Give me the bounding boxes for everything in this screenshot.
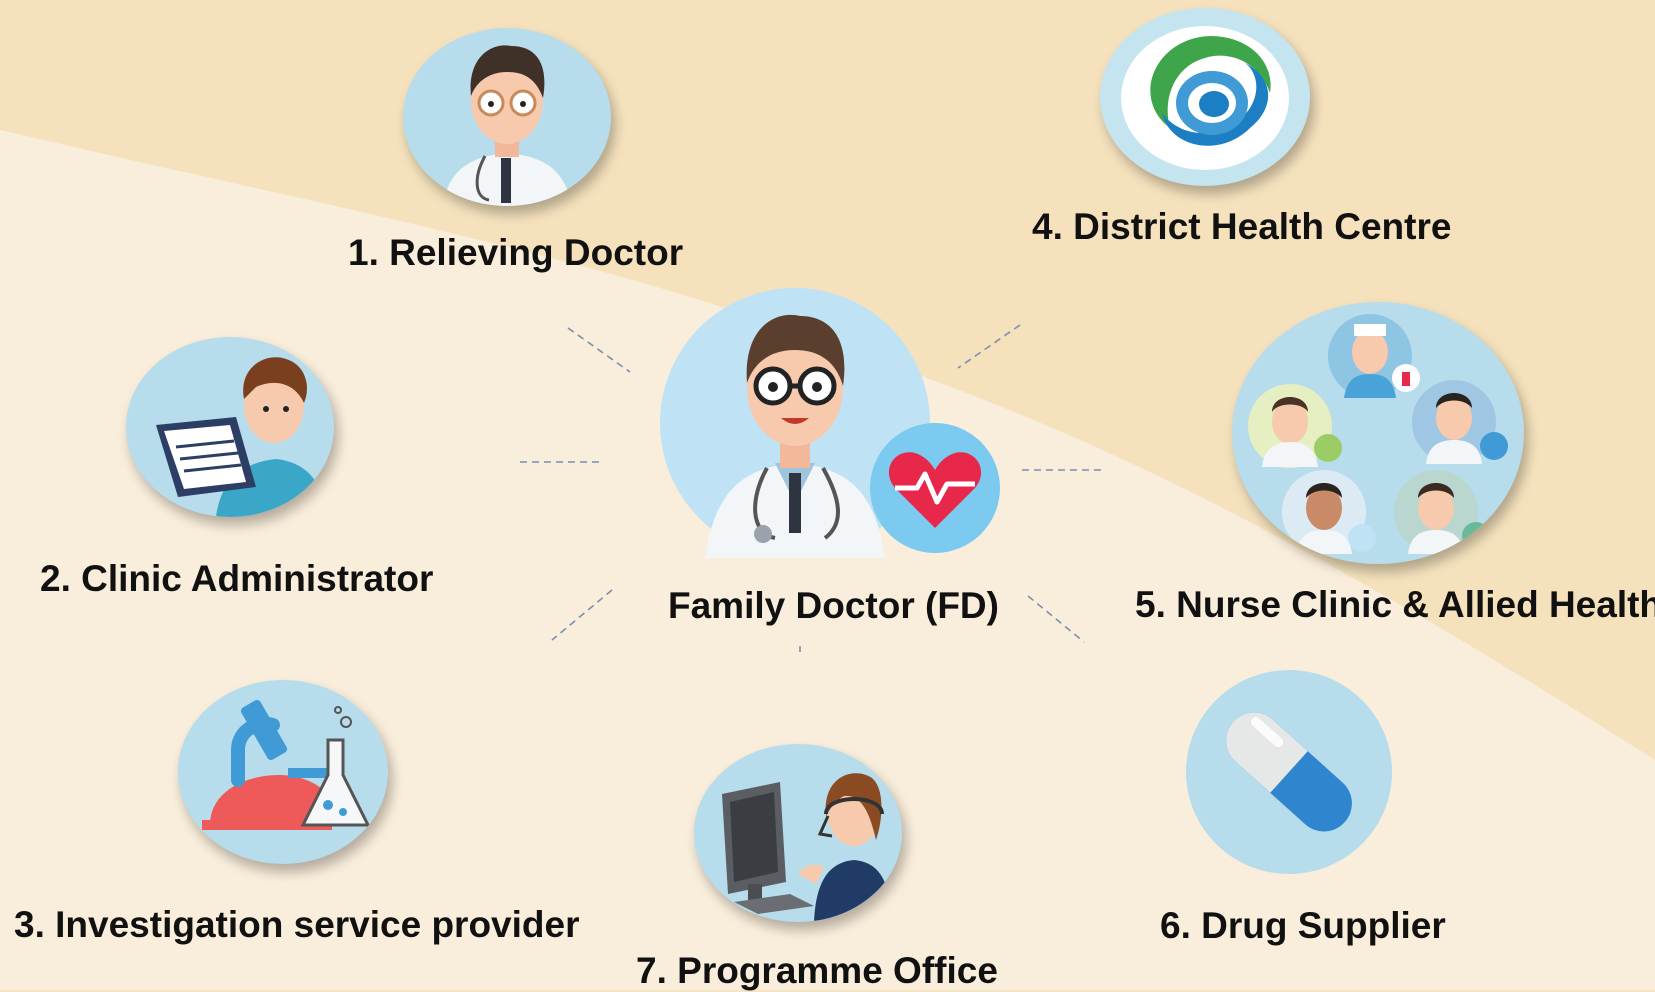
clipboard-staff-icon [126, 337, 334, 517]
swirl-logo-icon [1100, 8, 1310, 186]
node-label: 3. Investigation service provider [14, 904, 580, 945]
node-label: 7. Programme Office [636, 950, 998, 991]
center-label: Family Doctor (FD) [668, 585, 999, 626]
node-label: 5. Nurse Clinic & Allied Health [1135, 584, 1655, 625]
microscope-icon [178, 680, 388, 864]
node-label: 2. Clinic Administrator [40, 558, 434, 599]
family-doctor-icon [655, 288, 1000, 558]
doctor-icon [403, 28, 611, 206]
node-label: 6. Drug Supplier [1160, 905, 1446, 946]
capsule-icon [1186, 670, 1392, 874]
health-team-icon [1232, 302, 1524, 564]
call-centre-agent-icon [694, 744, 902, 922]
node-label: 1. Relieving Doctor [348, 232, 684, 273]
node-label: 4. District Health Centre [1032, 206, 1452, 247]
